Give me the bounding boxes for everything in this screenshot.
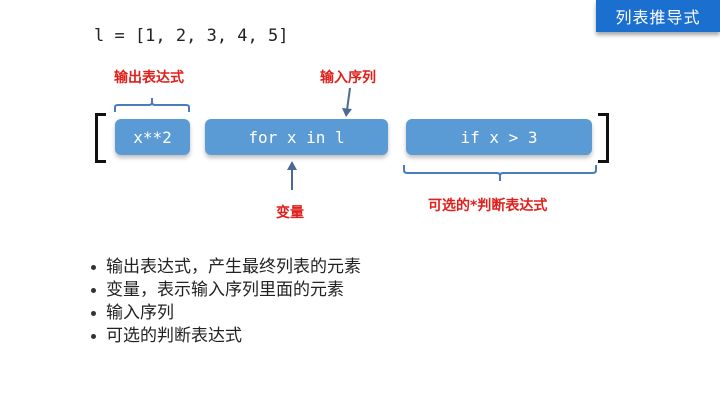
arrow-down-icon xyxy=(342,87,352,117)
arrow-up-icon xyxy=(287,161,297,190)
list-item: 可选的判断表达式 xyxy=(88,325,361,348)
output-expression-box: x**2 xyxy=(115,119,190,155)
condition-brace-icon xyxy=(403,165,597,181)
bullet-icon xyxy=(91,334,96,339)
label-output-expression: 输出表达式 xyxy=(114,70,184,86)
slide-title-tag: 列表推导式 xyxy=(596,0,720,32)
list-item: 输出表达式，产生最终列表的元素 xyxy=(88,256,361,279)
list-definition-code: l = [1, 2, 3, 4, 5] xyxy=(94,26,289,46)
label-input-sequence: 输入序列 xyxy=(320,70,376,86)
if-clause-box: if x > 3 xyxy=(406,119,592,155)
explanation-list: 输出表达式，产生最终列表的元素 变量，表示输入序列里面的元素 输入序列 可选的判… xyxy=(88,256,361,348)
output-brace-icon xyxy=(114,98,190,112)
list-item: 输入序列 xyxy=(88,302,361,325)
bullet-icon xyxy=(91,265,96,270)
bullet-icon xyxy=(91,311,96,316)
label-optional-condition: 可选的*判断表达式 xyxy=(428,198,548,214)
bullet-icon xyxy=(91,288,96,293)
left-bracket xyxy=(95,113,106,163)
right-bracket xyxy=(598,113,609,163)
label-variable: 变量 xyxy=(276,205,304,221)
list-item: 变量，表示输入序列里面的元素 xyxy=(88,279,361,302)
for-clause-box: for x in l xyxy=(205,119,388,155)
